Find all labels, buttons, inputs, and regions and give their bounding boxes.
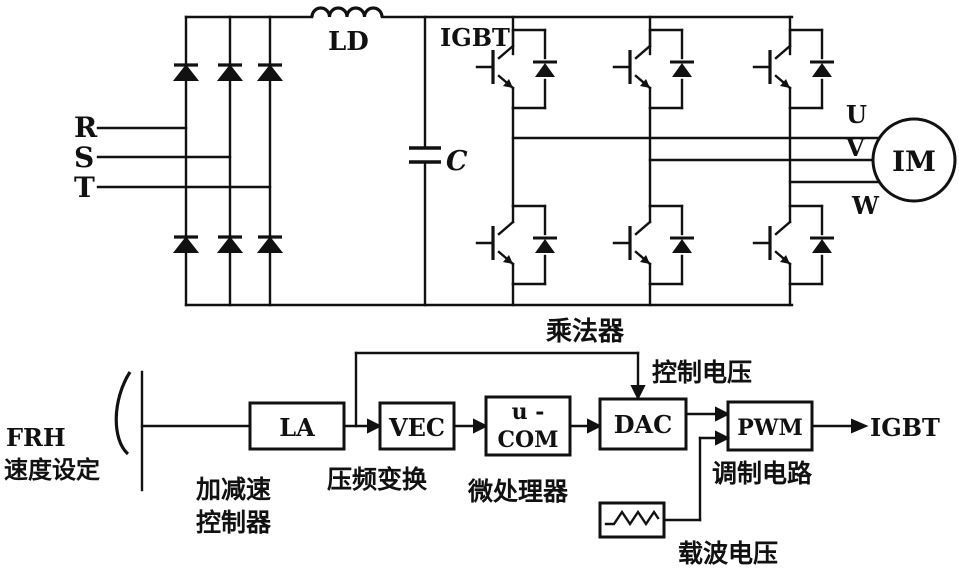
phase-t-label: T bbox=[74, 171, 95, 204]
ucom-box bbox=[484, 395, 572, 457]
capacitor-c bbox=[409, 15, 441, 307]
phase-r-label: R bbox=[74, 111, 98, 144]
carrier-wave-icon bbox=[604, 509, 660, 527]
vec-box-label: VEC bbox=[388, 413, 445, 442]
speed-set-label-line1: FRH bbox=[6, 423, 66, 452]
carrier-label: 载波电压 bbox=[678, 539, 778, 568]
la-box-label: LA bbox=[279, 413, 315, 442]
capacitor-label: C bbox=[446, 146, 468, 177]
inductor-ld bbox=[310, 6, 384, 18]
pwm-box-label: PWM bbox=[737, 415, 803, 441]
ucom-box-line2: COM bbox=[497, 427, 558, 453]
inverter-bridge bbox=[475, 15, 882, 307]
multiplier-line bbox=[354, 351, 646, 428]
output-w-label: W bbox=[851, 191, 880, 220]
output-u-label: U bbox=[846, 100, 867, 129]
control-voltage-label: 控制电压 bbox=[652, 358, 752, 387]
ucom-label: 微处理器 bbox=[467, 477, 569, 506]
dac-box-label: DAC bbox=[614, 410, 673, 439]
output-v-label: V bbox=[845, 133, 865, 162]
pwm-box bbox=[726, 400, 814, 452]
igbt-output-label: IGBT bbox=[870, 413, 940, 442]
pwm-label: 调制电路 bbox=[712, 459, 813, 488]
multiplier-label: 乘法器 bbox=[545, 317, 625, 347]
ucom-box-line1: u - bbox=[512, 399, 545, 425]
inductor-label: LD bbox=[328, 27, 369, 57]
vec-box bbox=[378, 401, 456, 451]
vec-label: 压频变换 bbox=[327, 465, 428, 494]
igbt-label: IGBT bbox=[440, 23, 510, 52]
rectifier-bridge bbox=[96, 15, 794, 307]
la-label-line1: 加减速 bbox=[195, 475, 271, 504]
la-label-line2: 控制器 bbox=[196, 508, 272, 537]
motor-label: IM bbox=[892, 145, 936, 178]
dac-box bbox=[598, 397, 688, 451]
phase-s-label: S bbox=[74, 141, 94, 174]
motor-im bbox=[871, 117, 957, 203]
speed-potentiometer bbox=[114, 370, 252, 492]
speed-set-label-line2: 速度设定 bbox=[4, 456, 100, 484]
